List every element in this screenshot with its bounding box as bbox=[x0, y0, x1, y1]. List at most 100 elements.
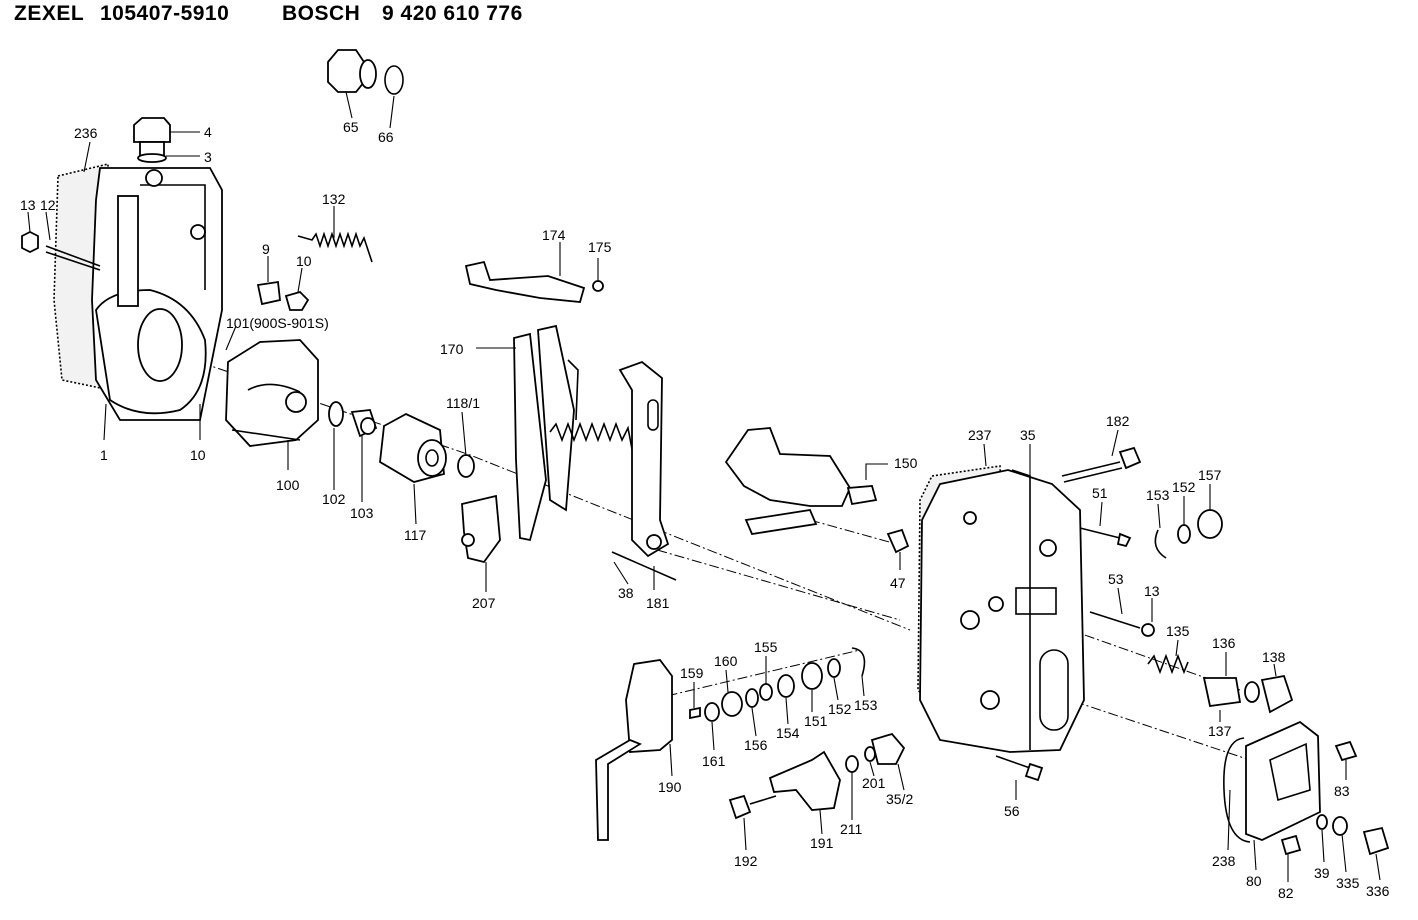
callout-156: 156 bbox=[744, 737, 768, 753]
callout-190: 190 bbox=[658, 779, 682, 795]
washer-156 bbox=[745, 688, 759, 708]
callout-155: 155 bbox=[754, 639, 778, 655]
callout-174: 174 bbox=[542, 227, 566, 243]
callout-336: 336 bbox=[1366, 883, 1390, 899]
callout-152-top: 152 bbox=[1172, 479, 1196, 495]
callout-35: 35 bbox=[1020, 427, 1036, 443]
callout-161: 161 bbox=[702, 753, 726, 769]
lever-190 bbox=[595, 659, 673, 841]
callout-137: 137 bbox=[1208, 723, 1232, 739]
sleeve-151 bbox=[801, 662, 823, 690]
callout-207: 207 bbox=[472, 595, 496, 611]
callout-236: 236 bbox=[74, 125, 98, 141]
callout-335: 335 bbox=[1336, 875, 1360, 891]
pin-159 bbox=[689, 706, 701, 720]
callout-153-lower: 153 bbox=[854, 697, 878, 713]
callout-101: 101(900S-901S) bbox=[226, 315, 329, 331]
lever-181 bbox=[611, 360, 677, 581]
callout-83: 83 bbox=[1334, 783, 1350, 799]
callout-150: 150 bbox=[894, 455, 918, 471]
callout-191: 191 bbox=[810, 835, 834, 851]
callout-4: 4 bbox=[204, 124, 212, 140]
callout-175: 175 bbox=[588, 239, 612, 255]
cover-small bbox=[1223, 720, 1321, 843]
callout-65: 65 bbox=[343, 119, 359, 135]
callout-192: 192 bbox=[734, 853, 758, 869]
washer-335 bbox=[1332, 816, 1348, 836]
callout-56: 56 bbox=[1004, 803, 1020, 819]
spring-132 bbox=[297, 231, 373, 263]
spring-135 bbox=[1147, 653, 1189, 675]
callout-238: 238 bbox=[1212, 853, 1236, 869]
callout-181: 181 bbox=[646, 595, 670, 611]
bolt-182 bbox=[1061, 446, 1142, 483]
callout-labels: 65 66 4 3 236 13 12 132 9 10 101(900S-90… bbox=[20, 119, 1390, 901]
callout-12: 12 bbox=[40, 197, 56, 213]
plug-4 bbox=[133, 117, 171, 163]
header-part-number-zexel: 105407-5910 bbox=[100, 2, 230, 25]
spring-rod bbox=[549, 421, 637, 471]
leader-lines bbox=[27, 91, 1381, 882]
washer-152-top bbox=[1177, 524, 1191, 544]
callout-136: 136 bbox=[1212, 635, 1236, 651]
callout-38: 38 bbox=[618, 585, 634, 601]
callout-153-top: 153 bbox=[1146, 487, 1170, 503]
bolt-53 bbox=[1089, 611, 1155, 637]
callout-154: 154 bbox=[776, 725, 800, 741]
washer-155 bbox=[759, 683, 773, 701]
plug-35-2 bbox=[870, 732, 906, 765]
bolt-12 bbox=[21, 230, 101, 271]
callout-135: 135 bbox=[1166, 623, 1190, 639]
sleeve-103 bbox=[350, 409, 378, 438]
nut-136 bbox=[1202, 677, 1260, 708]
callout-35-2: 35/2 bbox=[886, 791, 913, 807]
callout-82: 82 bbox=[1278, 885, 1294, 901]
bolt-82 bbox=[1280, 834, 1302, 856]
callout-152-lower: 152 bbox=[828, 701, 852, 717]
washer-152-lower bbox=[827, 658, 841, 678]
plug-157 bbox=[1197, 509, 1223, 539]
callout-10-bottom: 10 bbox=[190, 447, 206, 463]
callout-3: 3 bbox=[204, 149, 212, 165]
callout-13: 13 bbox=[20, 197, 36, 213]
callout-51: 51 bbox=[1092, 485, 1108, 501]
bracket-191 bbox=[768, 750, 841, 811]
callout-9: 9 bbox=[262, 241, 270, 257]
callout-159: 159 bbox=[680, 665, 704, 681]
callout-53: 53 bbox=[1108, 571, 1124, 587]
spring-154 bbox=[777, 674, 795, 698]
bolt-56 bbox=[995, 755, 1044, 782]
callout-47: 47 bbox=[890, 575, 906, 591]
callout-201: 201 bbox=[862, 775, 886, 791]
callout-151: 151 bbox=[804, 713, 828, 729]
washer-118-1 bbox=[457, 454, 475, 478]
callout-138: 138 bbox=[1262, 649, 1286, 665]
callout-80: 80 bbox=[1246, 873, 1262, 889]
nut-65 bbox=[327, 49, 404, 95]
callout-1: 1 bbox=[100, 447, 108, 463]
circlip-153 bbox=[1154, 529, 1167, 559]
cover-35 bbox=[917, 465, 1085, 753]
header-brand-bosch: BOSCH bbox=[282, 2, 361, 25]
callout-157: 157 bbox=[1198, 467, 1222, 483]
callout-170: 170 bbox=[440, 341, 464, 357]
callout-103: 103 bbox=[350, 505, 374, 521]
block-207 bbox=[461, 494, 501, 564]
bolt-192 bbox=[728, 794, 777, 820]
sleeve-117 bbox=[379, 412, 447, 483]
washer-39 bbox=[1316, 814, 1328, 830]
nut-336 bbox=[1362, 826, 1390, 856]
sleeve-160 bbox=[721, 691, 743, 717]
shaft-150 bbox=[724, 427, 878, 535]
flyweight-assembly-100 bbox=[225, 339, 319, 447]
callout-66: 66 bbox=[378, 129, 394, 145]
lever-174 bbox=[464, 260, 604, 303]
callout-182: 182 bbox=[1106, 413, 1130, 429]
header-brand-zexel: ZEXEL bbox=[14, 2, 85, 25]
callout-102: 102 bbox=[322, 491, 346, 507]
lever-170 bbox=[513, 324, 579, 542]
callout-118-1: 118/1 bbox=[446, 395, 480, 411]
bolt-83 bbox=[1334, 740, 1358, 762]
callout-160: 160 bbox=[714, 653, 738, 669]
